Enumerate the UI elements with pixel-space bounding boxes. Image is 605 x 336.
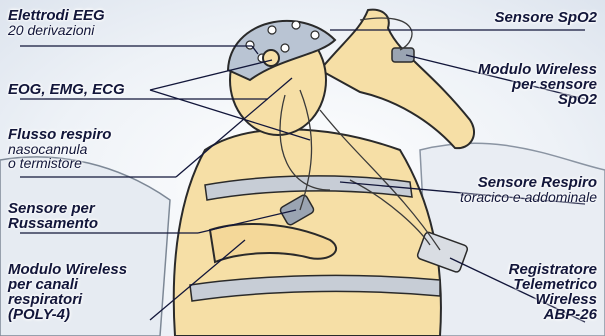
recorder-line3: Wireless — [509, 292, 597, 307]
eeg-sub: 20 derivazioni — [8, 23, 105, 37]
eog-title: EOG, EMG, ECG — [8, 82, 125, 97]
flow-title: Flusso respiro — [8, 127, 111, 142]
spo2-title: Sensore SpO2 — [494, 10, 597, 25]
resp-title: Sensore Respiro — [460, 175, 597, 190]
recorder-line2: Telemetrico — [509, 277, 597, 292]
module-left-line3: respiratori — [8, 292, 127, 307]
label-recorder: Registratore Telemetrico Wireless ABP-26 — [509, 262, 597, 322]
module-left-line1: Modulo Wireless — [8, 262, 127, 277]
module-left-line2: per canali — [8, 277, 127, 292]
label-flow: Flusso respiro nasocannula o termistore — [8, 127, 111, 170]
module-right-line1: Modulo Wireless — [478, 62, 597, 77]
label-module-right: Modulo Wireless per sensore SpO2 — [478, 62, 597, 107]
eeg-title: Elettrodi EEG — [8, 8, 105, 23]
recorder-line4: ABP-26 — [509, 307, 597, 322]
module-left-line4: (POLY-4) — [8, 307, 127, 322]
flow-sub2: o termistore — [8, 156, 111, 170]
spo2-module-device — [392, 48, 414, 62]
snore-line2: Russamento — [8, 216, 98, 231]
snore-line1: Sensore per — [8, 201, 98, 216]
resp-sub: toracico e addominale — [460, 190, 597, 204]
label-module-left: Modulo Wireless per canali respiratori (… — [8, 262, 127, 322]
flow-sub1: nasocannula — [8, 142, 111, 156]
label-spo2: Sensore SpO2 — [494, 10, 597, 25]
ear-electrode — [263, 50, 279, 66]
module-right-line3: SpO2 — [478, 92, 597, 107]
label-eog: EOG, EMG, ECG — [8, 82, 125, 97]
label-snore: Sensore per Russamento — [8, 201, 98, 231]
label-eeg: Elettrodi EEG 20 derivazioni — [8, 8, 105, 37]
module-right-line2: per sensore — [478, 77, 597, 92]
label-resp: Sensore Respiro toracico e addominale — [460, 175, 597, 204]
recorder-line1: Registratore — [509, 262, 597, 277]
